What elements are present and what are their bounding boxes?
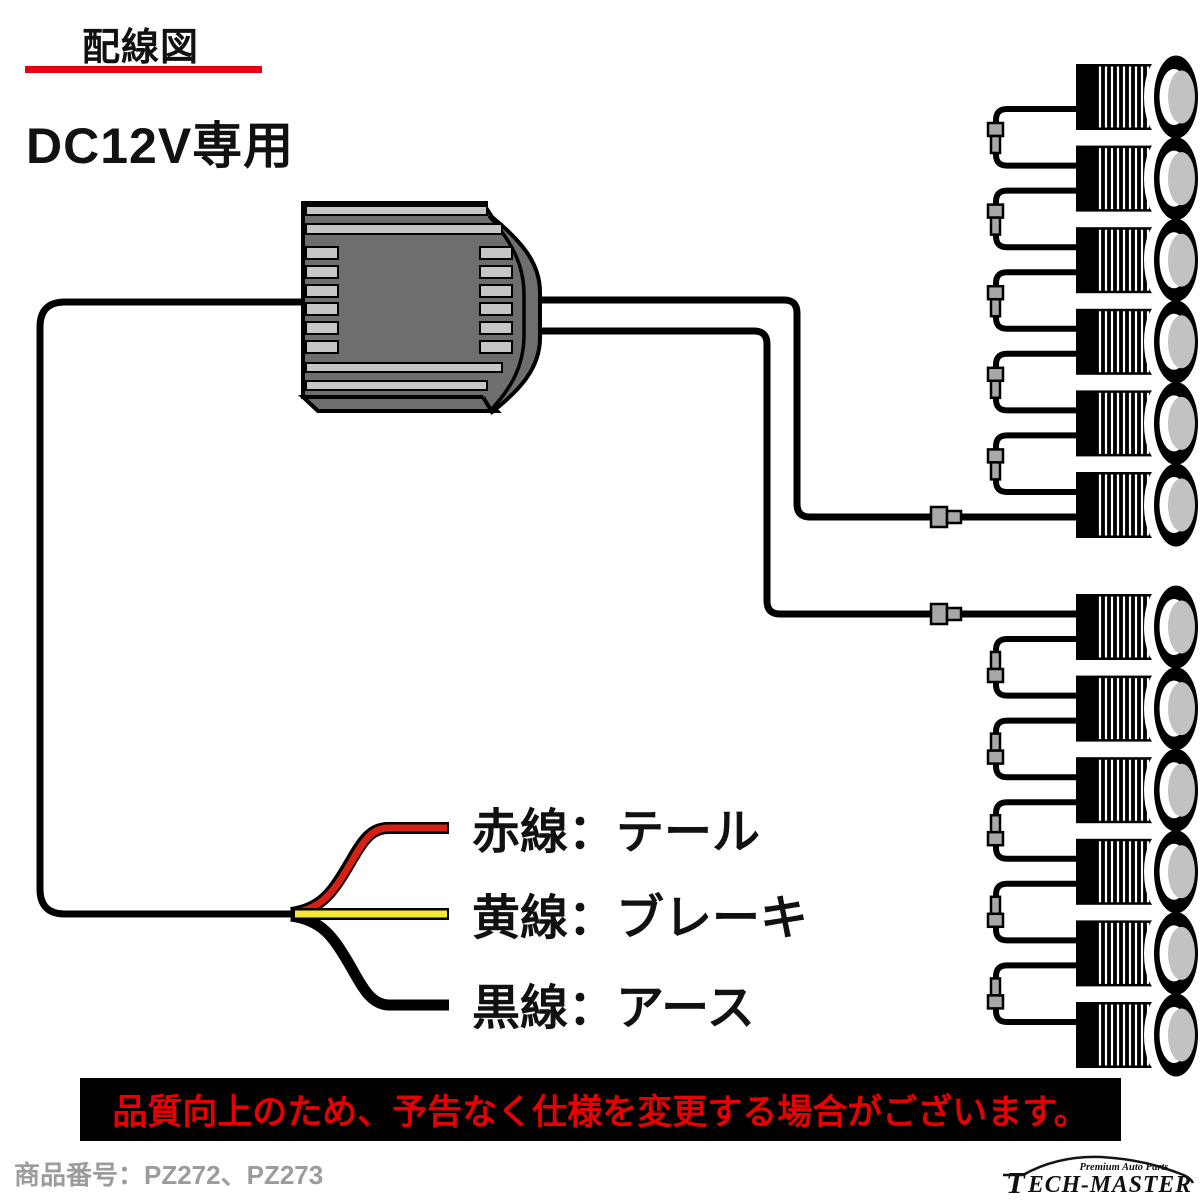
inline-connector-lower [929,602,963,626]
black-ground-wire [290,910,449,1011]
black-wire-label: 黒線：アース [472,982,755,1035]
yellow-wire-label: 黄線：ブレーキ [472,892,809,945]
red-tail-wire [292,824,447,917]
feed-wire-upper [536,296,1077,521]
led-bulb [1074,829,1200,915]
product-number: 商品番号：PZ272、PZ273 [14,1160,324,1190]
trunk-wire [36,298,303,918]
led-chain-top [986,54,1200,548]
logo-tagline: Premium Auto Parts [1080,1162,1169,1173]
led-chain-bottom [986,584,1200,1078]
chain-connector [986,977,1005,1010]
led-bulb [1074,910,1200,997]
logo-brand-initial: T [1006,1165,1026,1200]
chain-connector [986,366,1005,400]
title-underline [25,66,262,73]
chain-connector [986,650,1005,684]
led-bulb [1074,992,1200,1078]
inline-connector-upper [929,505,963,529]
chain-connector [986,813,1005,847]
feed-wire-lower [536,327,1077,618]
chain-connector [986,121,1005,155]
control-unit-skirt [297,395,502,413]
chain-connector [986,284,1005,318]
chain-connector [986,203,1005,236]
led-bulb [1074,136,1200,222]
notice-text: 品質向上のため、予告なく仕様を変更する場合がございます。 [112,1093,1089,1132]
led-bulb [1074,380,1200,466]
logo-brand-rest: ECH-MASTER [1027,1171,1192,1198]
chain-connector [986,895,1005,929]
led-bulb [1074,54,1200,140]
red-wire-label: 赤線：テール [472,806,761,859]
led-bulb [1074,217,1200,303]
voltage-note: DC12V専用 [26,118,295,174]
chain-connector [986,448,1005,481]
control-unit [297,201,542,415]
led-bulb [1074,299,1200,385]
led-bulb [1074,747,1200,833]
led-bulb [1074,584,1200,670]
led-bulb [1074,665,1200,752]
heat-sink-fins [305,205,513,391]
chain-connector [986,732,1005,765]
led-bulb [1074,462,1200,548]
notice-banner: 品質向上のため、予告なく仕様を変更する場合がございます。 [80,1078,1121,1141]
brand-logo: Premium Auto Parts T ECH-MASTER [1003,1155,1195,1200]
input-wires [289,822,449,1011]
car-swoosh-line [1003,1155,1195,1184]
page-title: 配線図 [82,27,200,69]
